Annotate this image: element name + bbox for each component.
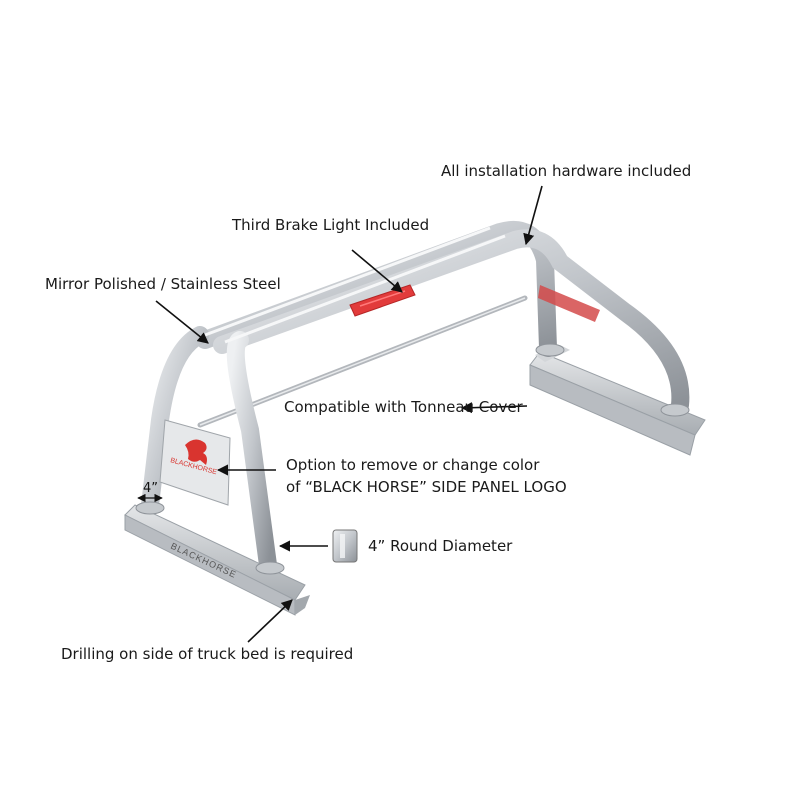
diameter-callout: 4” Round Diameter: [368, 537, 513, 555]
horse-logo-icon: [185, 439, 207, 465]
drilling-callout: Drilling on side of truck bed is require…: [61, 645, 354, 663]
left-base-plate: BLACKHORSE: [124, 504, 310, 616]
side-panel: BLACKHORSE: [159, 419, 231, 506]
rear-side-panel: [538, 285, 600, 322]
tonneau-callout: Compatible with Tonneau Cover: [284, 398, 523, 416]
front-hoop: [135, 326, 285, 575]
dimension-label: 4”: [143, 481, 159, 496]
third-brake-light: [349, 284, 416, 317]
callout-arrows: [155, 185, 543, 643]
brake-light-callout: Third Brake Light Included: [232, 216, 430, 234]
hardware-callout: All installation hardware included: [441, 162, 692, 180]
tube-swatch: [332, 529, 358, 563]
material-callout: Mirror Polished / Stainless Steel: [45, 275, 281, 293]
logo-option-callout-line1: Option to remove or change color: [286, 456, 540, 474]
logo-option-callout-line2: of “BLACK HORSE” SIDE PANEL LOGO: [286, 478, 567, 496]
